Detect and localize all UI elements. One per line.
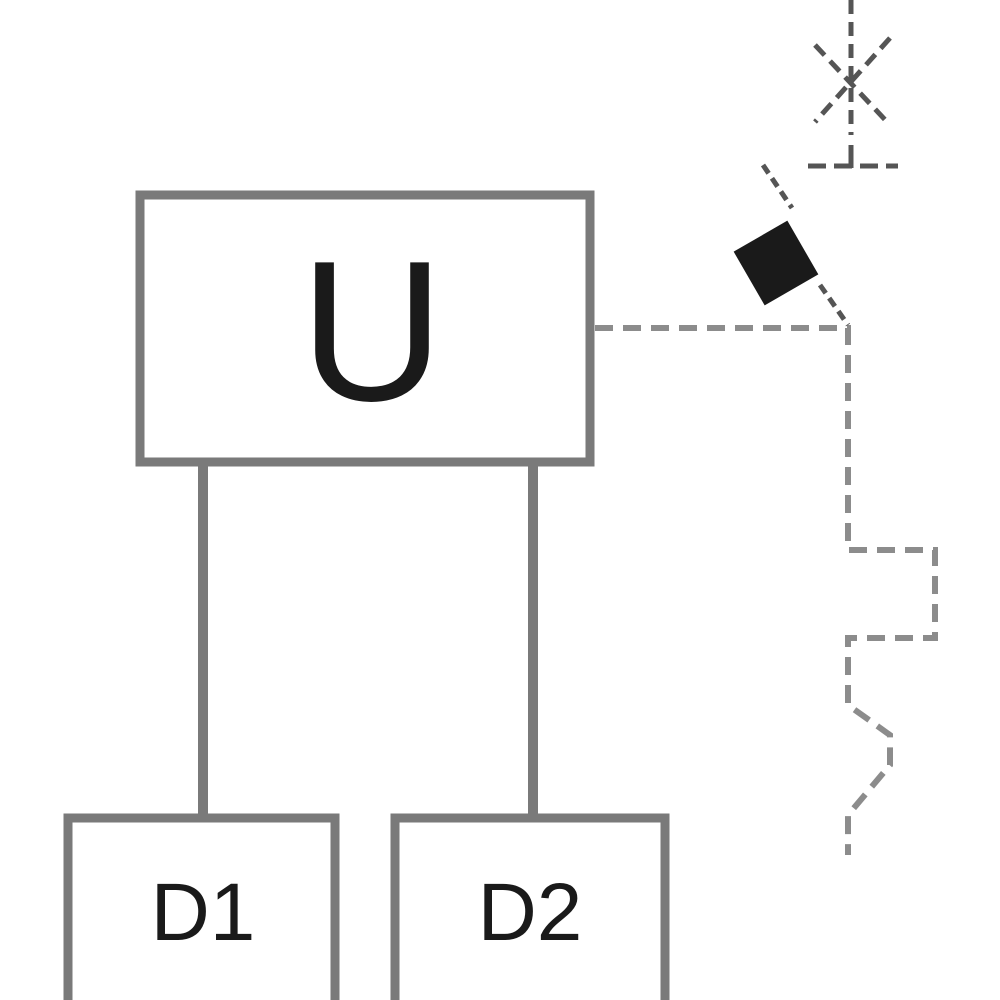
- device-label-d1: D1: [151, 867, 256, 958]
- device-label-d2: D2: [478, 867, 583, 958]
- unit-label: U: [300, 220, 444, 443]
- unit-box: U: [135, 190, 595, 467]
- asterisk-ground-icon: [808, 0, 898, 169]
- device-box-d2: D2: [390, 813, 670, 1000]
- dashed-ground-line: [595, 325, 938, 855]
- device-box-d1: D1: [63, 813, 340, 1000]
- switch-diamond-icon: [733, 163, 851, 327]
